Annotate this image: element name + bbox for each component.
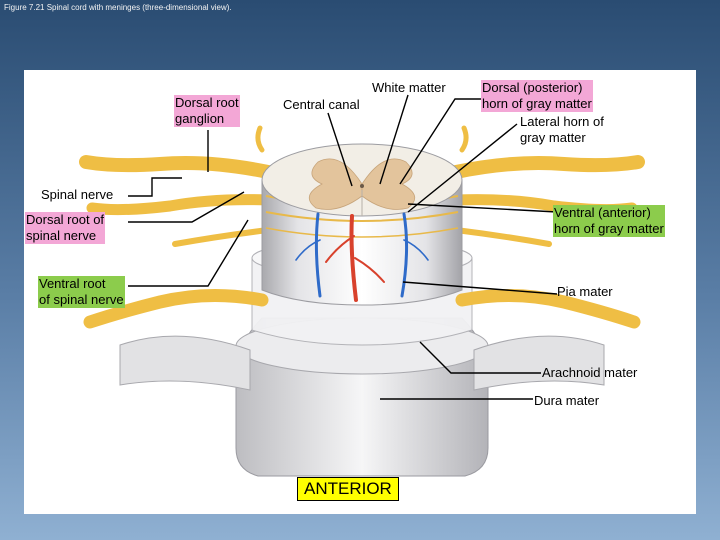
label-dorsal-root-of-spinal-nerve: Dorsal root of spinal nerve	[25, 212, 106, 244]
label-dorsal-horn: Dorsal (posterior) horn of gray matter	[481, 80, 593, 112]
label-pia-mater: Pia mater	[557, 284, 613, 299]
label-anterior: ANTERIOR	[297, 477, 399, 501]
label-spinal-nerve: Spinal nerve	[41, 187, 114, 202]
label-ventral-root: Ventral root of spinal nerve	[38, 276, 125, 308]
label-lateral-horn: Lateral horn of gray matter	[520, 114, 604, 145]
label-central-canal: Central canal	[283, 97, 360, 112]
label-dorsal-root-ganglion: Dorsal root ganglion	[174, 95, 240, 127]
figure-caption: Figure 7.21 Spinal cord with meninges (t…	[4, 3, 232, 12]
cord-cross-section	[261, 143, 463, 217]
label-arachnoid-mater: Arachnoid mater	[542, 365, 638, 380]
label-ventral-horn: Ventral (anterior) horn of gray matter	[553, 205, 665, 237]
dura-mater-shape	[119, 317, 605, 477]
label-dura-mater: Dura mater	[534, 393, 600, 408]
blood-vessels	[295, 212, 429, 302]
leader-lines	[128, 94, 558, 400]
label-white-matter: White matter	[372, 80, 446, 95]
